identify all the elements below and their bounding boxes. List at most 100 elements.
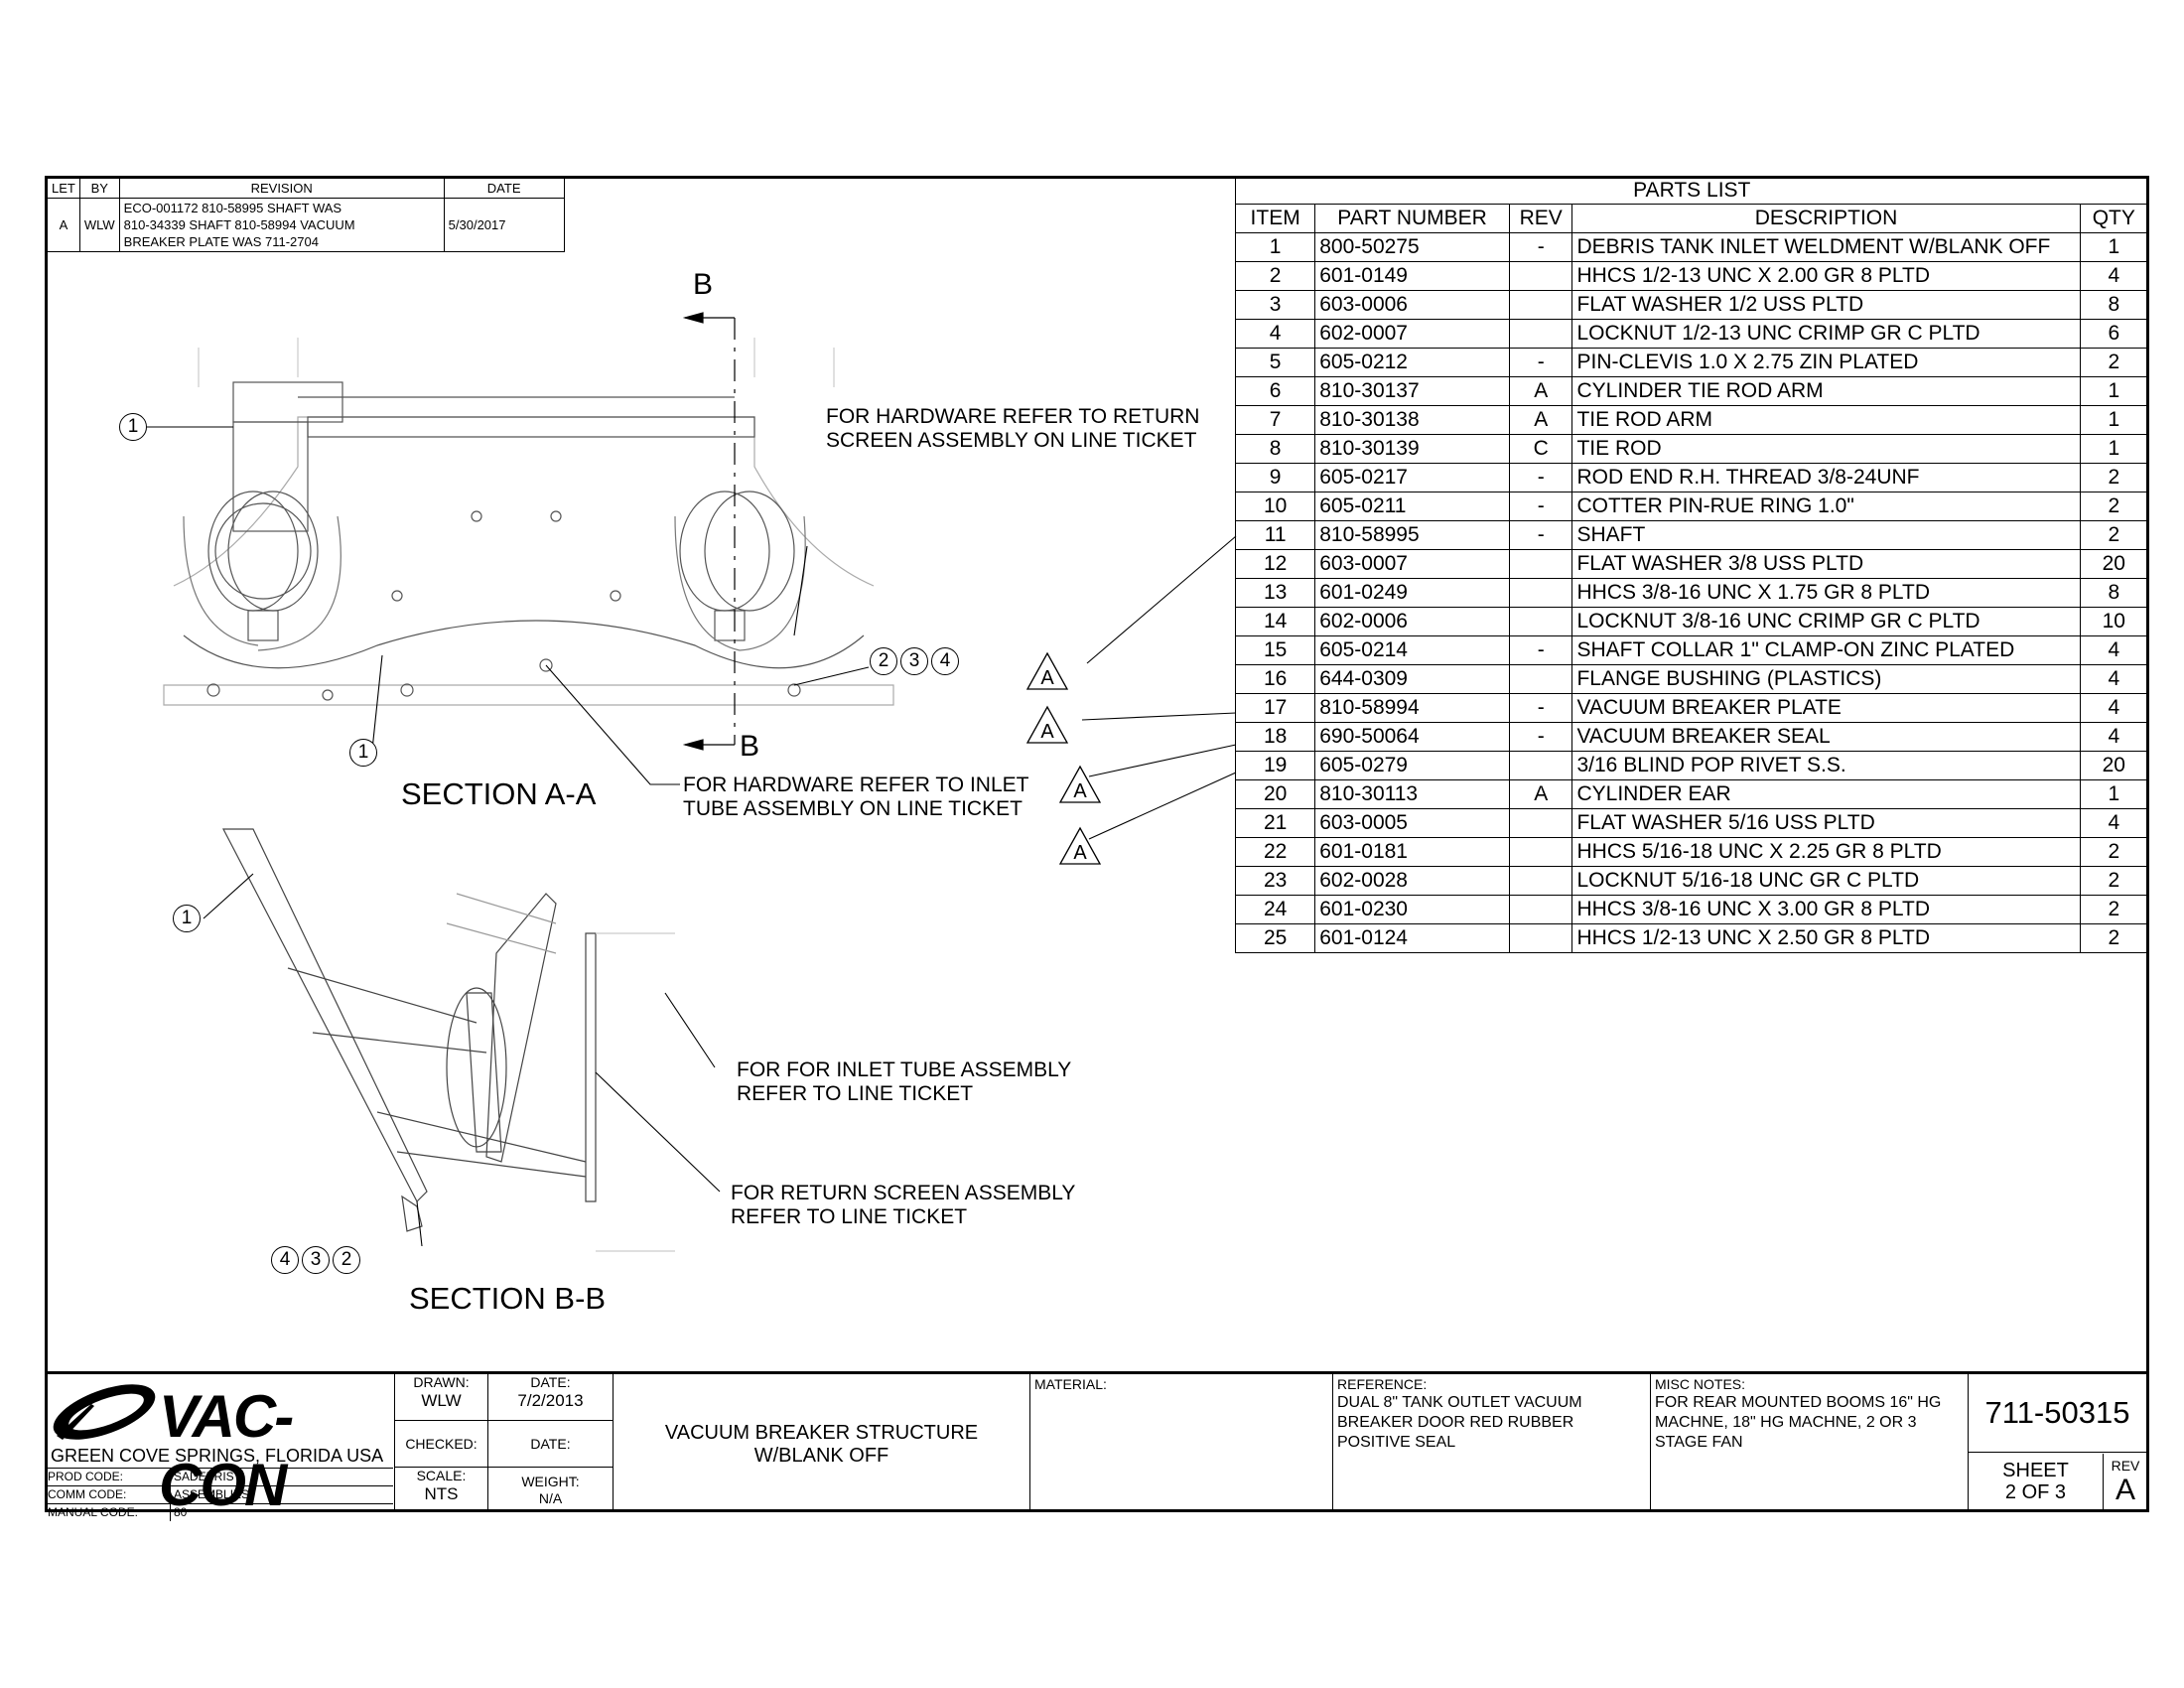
item-number: 8 xyxy=(1234,434,1316,464)
part-number: 602-0028 xyxy=(1314,866,1510,896)
company-cell: VAC-CON GREEN COVE SPRINGS, FLORIDA USA … xyxy=(45,1374,395,1521)
misc-note-line: FOR REAR MOUNTED BOOMS 16" HG xyxy=(1655,1394,1942,1411)
item-balloon: 3 xyxy=(900,647,928,675)
part-description: HHCS 3/8-16 UNC X 3.00 GR 8 PLTD xyxy=(1571,895,2081,924)
item-number: 10 xyxy=(1234,492,1316,521)
part-qty: 4 xyxy=(2079,693,2149,723)
part-qty: 8 xyxy=(2079,290,2149,320)
part-number: 601-0249 xyxy=(1314,578,1510,608)
section-bb-view xyxy=(222,828,675,1252)
revision-row: A WLW ECO-001172 810-58995 SHAFT WAS 810… xyxy=(47,198,565,252)
part-description: ROD END R.H. THREAD 3/8-24UNF xyxy=(1571,463,2081,492)
item-number: 1 xyxy=(1234,232,1316,262)
col-part-number: PART NUMBER xyxy=(1314,204,1510,233)
parts-list: PARTS LIST ITEM PART NUMBER REV DESCRIPT… xyxy=(1234,178,2149,953)
part-qty: 6 xyxy=(2079,319,2149,349)
rev-date: 5/30/2017 xyxy=(443,198,565,252)
item-balloon: 4 xyxy=(271,1246,299,1274)
revision-block: LET BY REVISION DATE A WLW ECO-001172 81… xyxy=(47,178,565,252)
date-label: DATE: xyxy=(530,1374,571,1390)
part-number: 605-0211 xyxy=(1314,492,1510,521)
item-number: 24 xyxy=(1234,895,1316,924)
part-number: 810-30137 xyxy=(1314,376,1510,406)
part-description: LOCKNUT 1/2-13 UNC CRIMP GR C PLTD xyxy=(1571,319,2081,349)
manual-code-label: MANUAL CODE: xyxy=(45,1503,171,1521)
manual-code: 80 xyxy=(174,1505,188,1519)
part-number: 603-0005 xyxy=(1314,808,1510,838)
checked-date-label: DATE: xyxy=(488,1421,613,1468)
part-description: FLAT WASHER 3/8 USS PLTD xyxy=(1571,549,2081,579)
logo-swoosh xyxy=(53,1384,156,1440)
item-balloon: 1 xyxy=(349,739,377,767)
title-block: VAC-CON GREEN COVE SPRINGS, FLORIDA USA … xyxy=(45,1371,2149,1521)
parts-list-title: PARTS LIST xyxy=(1235,178,2148,205)
prod-code-label: PROD CODE: xyxy=(45,1469,171,1486)
part-number: 603-0007 xyxy=(1314,549,1510,579)
misc-note-line: MACHNE, 18" HG MACHNE, 2 OR 3 xyxy=(1655,1414,1917,1431)
rev-line: BREAKER PLATE WAS 711-2704 xyxy=(123,234,319,249)
item-balloon: 1 xyxy=(119,413,147,441)
misc-note-line: STAGE FAN xyxy=(1655,1434,1743,1451)
part-rev: A xyxy=(1508,779,1573,809)
cut-label-top: B xyxy=(693,268,714,301)
drawn-date: 7/2/2013 xyxy=(517,1391,584,1410)
section-aa-label: SECTION A-A xyxy=(401,776,597,811)
part-number: 810-30139 xyxy=(1314,434,1510,464)
scale-label: SCALE: xyxy=(416,1468,467,1483)
part-number: 644-0309 xyxy=(1314,664,1510,694)
date-cell: DATE: 7/2/2013 DATE: WEIGHT: N/A xyxy=(488,1374,614,1512)
part-rev xyxy=(1508,607,1573,636)
part-qty: 8 xyxy=(2079,578,2149,608)
sheet-label: SHEET xyxy=(2002,1460,2069,1481)
part-description: TIE ROD ARM xyxy=(1571,405,2081,435)
col-qty: QTY xyxy=(2079,204,2149,233)
rev-flag: A xyxy=(1073,780,1087,802)
part-qty: 1 xyxy=(2079,779,2149,809)
part-description: PIN-CLEVIS 1.0 X 2.75 ZIN PLATED xyxy=(1571,348,2081,377)
part-description: HHCS 5/16-18 UNC X 2.25 GR 8 PLTD xyxy=(1571,837,2081,867)
part-rev xyxy=(1508,923,1573,953)
part-qty: 2 xyxy=(2079,492,2149,521)
checked-label: CHECKED: xyxy=(395,1421,487,1468)
note-return-screen-assembly: FOR RETURN SCREEN ASSEMBLY REFER TO LINE… xyxy=(731,1182,1076,1228)
item-number: 4 xyxy=(1234,319,1316,349)
drawing-number-cell: 711-50315 SHEET 2 OF 3 REV A xyxy=(1969,1374,2146,1512)
drawn-label: DRAWN: xyxy=(413,1374,470,1390)
rev-flag: A xyxy=(1040,667,1054,689)
note-inlet-tube-assembly: FOR FOR INLET TUBE ASSEMBLY REFER TO LIN… xyxy=(737,1058,1072,1105)
item-balloon: 1 xyxy=(173,905,201,932)
comm-code: ASSEMBLIES xyxy=(170,1485,393,1504)
part-rev xyxy=(1508,808,1573,838)
item-balloon: 3 xyxy=(302,1246,330,1274)
part-qty: 2 xyxy=(2079,348,2149,377)
item-number: 18 xyxy=(1234,722,1316,752)
part-qty: 4 xyxy=(2079,808,2149,838)
part-rev: - xyxy=(1508,492,1573,521)
rev-line: 810-34339 SHAFT 810-58994 VACUUM xyxy=(123,217,355,232)
part-rev xyxy=(1508,837,1573,867)
part-qty: 2 xyxy=(2079,895,2149,924)
company-location: GREEN COVE SPRINGS, FLORIDA USA xyxy=(51,1446,384,1466)
item-number: 7 xyxy=(1234,405,1316,435)
sheet-number: 2 OF 3 xyxy=(2004,1481,2067,1503)
item-number: 12 xyxy=(1234,549,1316,579)
reference-line: BREAKER DOOR RED RUBBER xyxy=(1337,1414,1574,1431)
rev-triangles xyxy=(1025,651,1102,865)
part-number: 800-50275 xyxy=(1314,232,1510,262)
item-number: 20 xyxy=(1234,779,1316,809)
col-item: ITEM xyxy=(1234,204,1316,233)
rev-flag: A xyxy=(1040,721,1054,743)
